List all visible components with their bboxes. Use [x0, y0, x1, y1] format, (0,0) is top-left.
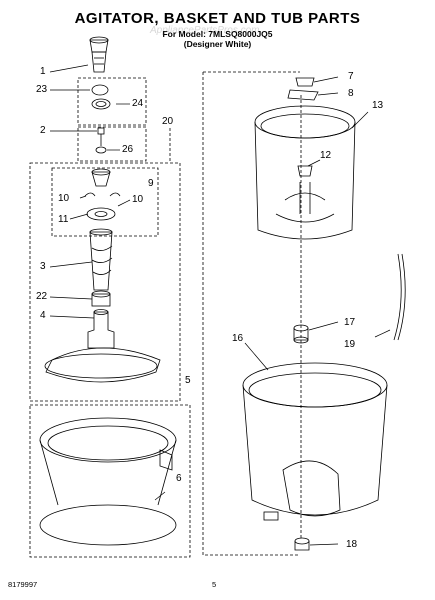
group-box-2-26 — [77, 126, 147, 162]
callout-9: 9 — [148, 178, 154, 189]
callout-20: 20 — [162, 116, 174, 127]
group-box-23-24 — [77, 77, 147, 126]
part-23-clip — [91, 84, 109, 96]
part-26-washer — [95, 146, 107, 154]
part-12-nut — [297, 165, 313, 177]
part-17-coupling — [293, 324, 309, 344]
callout-16: 16 — [232, 333, 244, 344]
watermark: AppliancePartsPros.com — [150, 25, 260, 36]
group-box-9 — [51, 167, 159, 237]
callout-1: 1 — [40, 66, 46, 77]
callout-4: 4 — [40, 310, 46, 321]
callout-6: 6 — [176, 473, 182, 484]
group-box-20 — [29, 162, 181, 402]
callout-19: 19 — [344, 339, 356, 350]
callout-17: 17 — [344, 317, 356, 328]
part-22-bearing — [91, 293, 111, 307]
callout-11: 11 — [58, 214, 69, 225]
callout-10-right: 10 — [132, 194, 144, 205]
callout-5: 5 — [185, 375, 191, 386]
part-18-nut — [294, 537, 310, 551]
part-4-agitator-base — [44, 309, 161, 383]
part-19-strip — [393, 253, 402, 341]
model-line: For Model: 7MLSQ8000JQ5 — [162, 29, 273, 39]
callout-24: 24 — [132, 98, 144, 109]
part-3-auger — [89, 228, 113, 291]
color-line: (Designer White) — [183, 39, 252, 49]
callout-23: 23 — [36, 84, 48, 95]
footer-part-number: 8179997 — [8, 580, 38, 589]
part-1-cap — [89, 36, 109, 73]
part-24-seal — [91, 98, 111, 110]
callout-8: 8 — [348, 88, 354, 99]
part-11-drive-cam — [86, 207, 116, 221]
callout-12: 12 — [320, 150, 332, 161]
callout-26: 26 — [122, 144, 134, 155]
callout-13: 13 — [372, 100, 384, 111]
part-10-dog-right — [109, 192, 121, 197]
callout-18: 18 — [346, 539, 358, 550]
part-6-ring — [39, 417, 177, 546]
group-box-5 — [29, 404, 191, 558]
callout-10-left: 10 — [58, 193, 70, 204]
part-8-bracket — [287, 89, 319, 101]
part-9-cam — [91, 171, 111, 187]
part-13-basket — [254, 105, 356, 240]
callout-2: 2 — [40, 125, 46, 136]
part-16-tub — [242, 362, 388, 521]
callout-3: 3 — [40, 261, 46, 272]
callout-22: 22 — [36, 291, 48, 302]
page-title: AGITATOR, BASKET AND TUB PARTS — [74, 10, 361, 27]
part-10-dog-left — [84, 192, 96, 197]
footer-page-number: 5 — [212, 580, 217, 589]
part-7-bracket — [295, 77, 315, 87]
callout-7: 7 — [348, 71, 354, 82]
part-2-bolt — [97, 127, 105, 146]
